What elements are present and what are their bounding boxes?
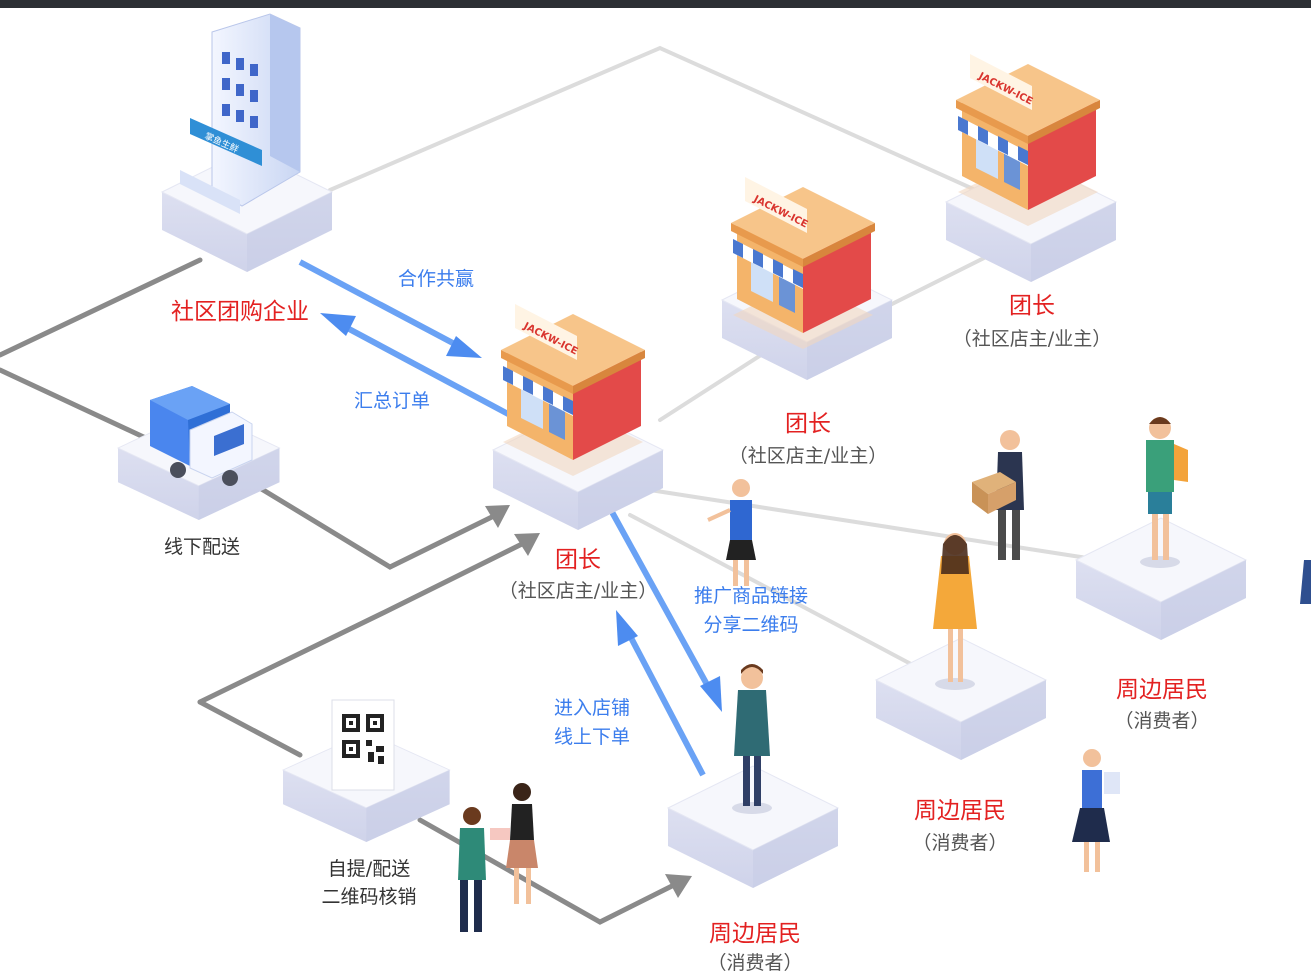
leader-right-subtitle: （社区店主/业主） [952, 328, 1112, 350]
flow-enter-line1: 进入店铺 [553, 697, 631, 719]
resident-mid-title: 周边居民 [914, 798, 1006, 824]
leader-mid-title: 团长 [785, 411, 831, 437]
resident-right-subtitle: （消费者） [1114, 710, 1210, 732]
delivery-label: 线下配送 [163, 536, 241, 558]
leader-main-title: 团长 [555, 547, 601, 573]
qr-code-icon [331, 699, 395, 791]
person-icon [1072, 749, 1120, 872]
flow-summary-label: 汇总订单 [353, 390, 431, 412]
arrowhead-to-leader-2 [514, 533, 540, 556]
top-dark-bar [0, 0, 1311, 8]
leader-main-subtitle: （社区店主/业主） [498, 580, 658, 602]
storefront-icon [501, 304, 645, 476]
arrow-enter-store [616, 610, 638, 646]
resident-bottom-title: 周边居民 [709, 921, 801, 947]
resident-mid-subtitle: （消费者） [912, 832, 1008, 854]
person-icon [972, 430, 1024, 560]
leader-mid-subtitle: （社区店主/业主） [728, 445, 888, 467]
resident-bottom-subtitle: （消费者） [707, 952, 803, 974]
arrow-promote [700, 676, 722, 712]
arrow-cooperate [446, 336, 482, 358]
arrowhead-to-leader-1 [485, 505, 510, 528]
leader-right-title: 团长 [1009, 293, 1055, 319]
person-icon [707, 479, 756, 586]
person-icon-partial [1300, 560, 1311, 604]
person-icon [1140, 417, 1188, 568]
storefront-icon [956, 54, 1100, 226]
platform-resident-right [1075, 517, 1247, 641]
flow-promote-line1: 推广商品链接 [693, 585, 809, 607]
flow-promote-line2: 分享二维码 [703, 614, 799, 636]
pickup-label-line2: 二维码核销 [321, 886, 417, 908]
person-icon [458, 783, 538, 932]
delivery-truck-icon [150, 386, 253, 486]
pickup-label-line1: 自提/配送 [327, 858, 411, 880]
flow-enter-line2: 线上下单 [553, 726, 631, 748]
flow-arrows [298, 259, 722, 777]
resident-right-title: 周边居民 [1116, 677, 1208, 703]
arrowhead-to-resident [665, 874, 692, 898]
storefront-icon [731, 177, 875, 349]
platform-resident-bottom [667, 765, 839, 889]
enterprise-title: 社区团购企业 [171, 299, 309, 325]
flow-cooperate-label: 合作共赢 [397, 268, 475, 290]
arrow-summary [320, 313, 356, 336]
office-building-icon [180, 13, 301, 214]
person-icon [933, 533, 977, 690]
